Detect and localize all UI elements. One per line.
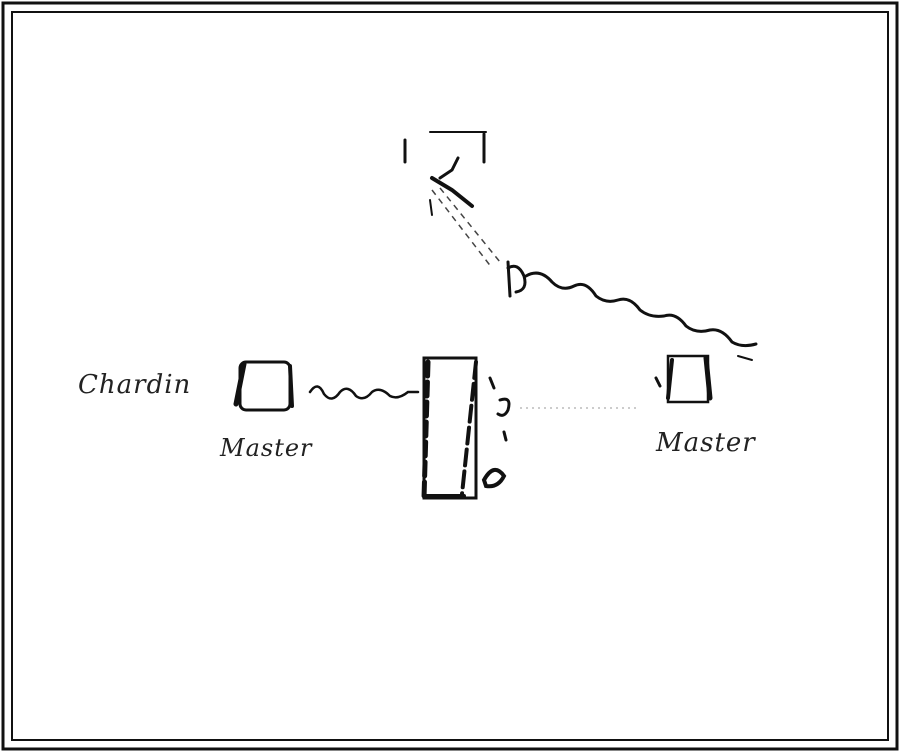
central-annotation-marks: [481, 376, 511, 489]
right-box-caption: Master: [656, 428, 756, 458]
left-input-label: Chardin: [78, 370, 192, 400]
right-box: [654, 354, 713, 404]
wavy-line: [506, 260, 758, 361]
central-tall-box: [421, 356, 478, 501]
inner-border: [11, 11, 889, 741]
left-arrow-wave: [308, 385, 420, 400]
left-box-caption: Master: [220, 434, 313, 462]
left-input-box: [233, 360, 294, 412]
top-flag-symbol: [403, 131, 487, 216]
diagonal-connector: [431, 187, 501, 269]
